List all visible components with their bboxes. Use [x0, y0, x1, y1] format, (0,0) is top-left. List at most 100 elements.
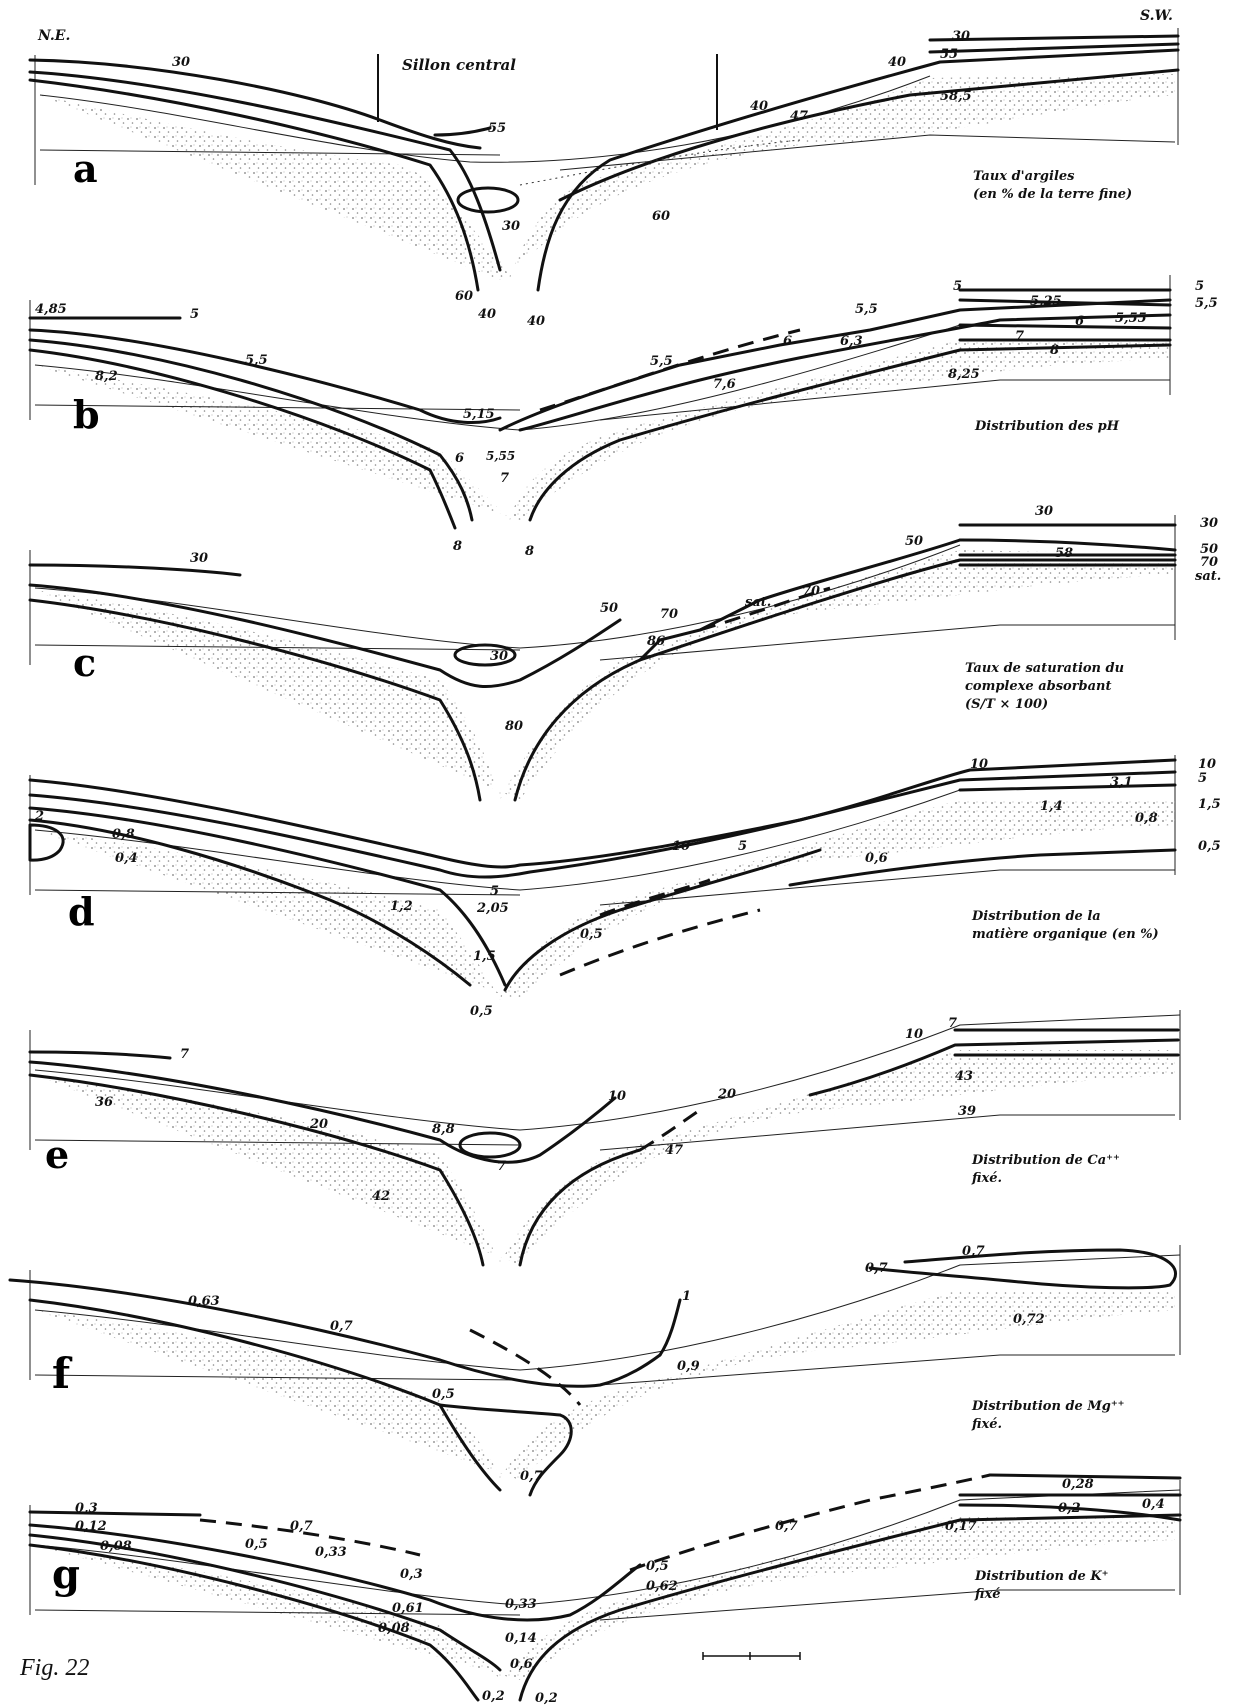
panel-d-value: 5 [1198, 771, 1207, 786]
panel-c-value: 58 [1055, 546, 1073, 561]
panel-a-value: 60 [455, 289, 473, 304]
panel-a-caption-line-1: Taux d'argiles [973, 169, 1075, 184]
panel-c-letter: c [73, 640, 96, 685]
panel-b-value: 5 [190, 307, 199, 322]
panel-g-value: 0,7 [290, 1519, 313, 1534]
figure-label: Fig. 22 [19, 1655, 89, 1681]
panel-b-value: 5,5 [855, 302, 878, 317]
sillon-central-label: Sillon central [402, 56, 516, 74]
panel-b-letter: b [73, 392, 100, 437]
panel-c: c Taux de saturation du complexe absorba… [30, 504, 1221, 800]
panel-g-value: 0,28 [1062, 1477, 1094, 1492]
panel-e-value: 7 [180, 1047, 189, 1062]
panel-f-value: 0,63 [188, 1294, 220, 1309]
panel-b-value: 8,2 [95, 369, 118, 384]
panel-d-value: 1,2 [390, 899, 413, 914]
panel-f-letter: f [52, 1349, 73, 1398]
panel-f-value: 0,72 [1013, 1312, 1045, 1327]
panel-b-value: 5 [953, 279, 962, 294]
panel-g-value: 0,2 [535, 1691, 558, 1705]
panel-e-caption-line-1: Distribution de Ca⁺⁺ [971, 1153, 1120, 1168]
panel-b-value: 5,5 [1195, 296, 1218, 311]
panel-g-value: 0,12 [75, 1519, 107, 1534]
panel-g: g Distribution de K⁺ fixé 0,3 0,12 0,08 … [30, 1475, 1180, 1705]
panel-d-value: 0,8 [112, 827, 135, 842]
panel-d-value: 2,05 [476, 901, 509, 916]
panel-e-value: 43 [955, 1069, 973, 1084]
panel-b-value: 7,6 [713, 377, 736, 392]
panel-e-value: 10 [608, 1089, 626, 1104]
panel-f-value: 0,9 [677, 1359, 700, 1374]
panel-g-caption-line-1: Distribution de K⁺ [974, 1569, 1109, 1584]
panel-c-caption-line-1: Taux de saturation du [965, 661, 1124, 676]
panel-g-caption-line-2: fixé [974, 1587, 1000, 1602]
panel-d-value: 1,5 [1198, 797, 1221, 812]
panel-b-value: 5,55 [486, 449, 515, 463]
panel-e-value: 42 [372, 1189, 390, 1204]
panel-a-letter: a [73, 146, 98, 191]
panel-c-value: 70 [1200, 555, 1218, 570]
panel-d-value: 10 [970, 757, 988, 772]
panel-d-value: 2 [34, 809, 44, 824]
panel-g-letter: g [52, 1551, 80, 1598]
panel-e-value: 7 [497, 1159, 506, 1174]
panel-e-letter: e [45, 1132, 69, 1177]
panel-b-value: 8 [525, 544, 534, 559]
panel-f-value: 0,7 [962, 1244, 985, 1259]
panel-d-value: 1,5 [473, 949, 496, 964]
panel-e-value: 20 [717, 1087, 736, 1102]
panel-c-caption-line-2: complexe absorbant [965, 679, 1112, 694]
panel-g-value: 0,3 [75, 1501, 98, 1516]
scale-bar [703, 1652, 800, 1660]
panel-g-value: 0,6 [510, 1657, 533, 1672]
panel-d-value: 0,5 [1198, 839, 1221, 854]
panel-g-value: 0,62 [646, 1579, 678, 1594]
panel-e-value: 36 [95, 1095, 113, 1110]
panel-f-value: 0,7 [865, 1261, 888, 1276]
panel-b-value: 5 [1195, 279, 1204, 294]
panel-a-value: 40 [888, 55, 906, 70]
panel-e-caption-line-2: fixé. [971, 1171, 1002, 1186]
panel-e-value: 10 [905, 1027, 923, 1042]
panel-e-value: 47 [665, 1143, 683, 1158]
panel-b-value: 6 [783, 334, 792, 349]
panel-c-value: sat. [1195, 569, 1221, 584]
panel-d-value: 10 [672, 839, 690, 854]
panel-a: a Taux d'argiles (en % de la terre fine)… [30, 28, 1178, 329]
panel-c-caption-line-3: (S/T × 100) [965, 697, 1048, 712]
panel-a-value: 30 [172, 55, 190, 70]
panel-b-value: 5,5 [650, 354, 673, 369]
panel-f-value: 0,5 [432, 1387, 455, 1402]
panel-g-value: 0,61 [392, 1601, 424, 1616]
panel-c-value: 70 [802, 584, 820, 599]
panel-g-value: 0,14 [505, 1631, 537, 1646]
panel-d-value: 1,4 [1040, 799, 1063, 814]
panel-c-value: 30 [490, 649, 508, 664]
panel-a-value: 40 [750, 99, 768, 114]
panel-d-caption-line-1: Distribution de la [971, 909, 1101, 924]
panel-c-value: 86 [647, 634, 665, 649]
panel-c-value: 30 [190, 551, 208, 566]
panel-b-value: 8,25 [948, 367, 980, 382]
panel-d-value: 10 [1198, 757, 1216, 772]
panel-f-value: 1 [682, 1289, 691, 1304]
panel-a-value: 58,5 [940, 89, 972, 104]
panel-d-value: 0,5 [470, 1004, 493, 1019]
panel-a-value: 40 [478, 307, 496, 322]
panel-b-value: 6,3 [840, 334, 863, 349]
panel-g-value: 0,3 [400, 1567, 423, 1582]
panel-b-value: 6 [455, 451, 464, 466]
panel-b-value: 8 [1050, 343, 1059, 358]
panel-g-value: 0,33 [315, 1545, 347, 1560]
panel-a-value: 60 [652, 209, 670, 224]
panel-b-value: 5,15 [463, 407, 495, 422]
panel-e-value: 8,8 [432, 1122, 455, 1137]
panel-e-value: 39 [958, 1104, 976, 1119]
panel-e-value: 7 [948, 1016, 957, 1031]
panel-g-value: 0,08 [378, 1621, 410, 1636]
orientation-sw-label: S.W. [1140, 8, 1173, 24]
panel-b-value: 7 [1015, 329, 1024, 344]
panel-d-value: 0,8 [1135, 811, 1158, 826]
panel-g-value: 0,4 [1142, 1497, 1165, 1512]
panel-f-value: 0,7 [520, 1469, 543, 1484]
